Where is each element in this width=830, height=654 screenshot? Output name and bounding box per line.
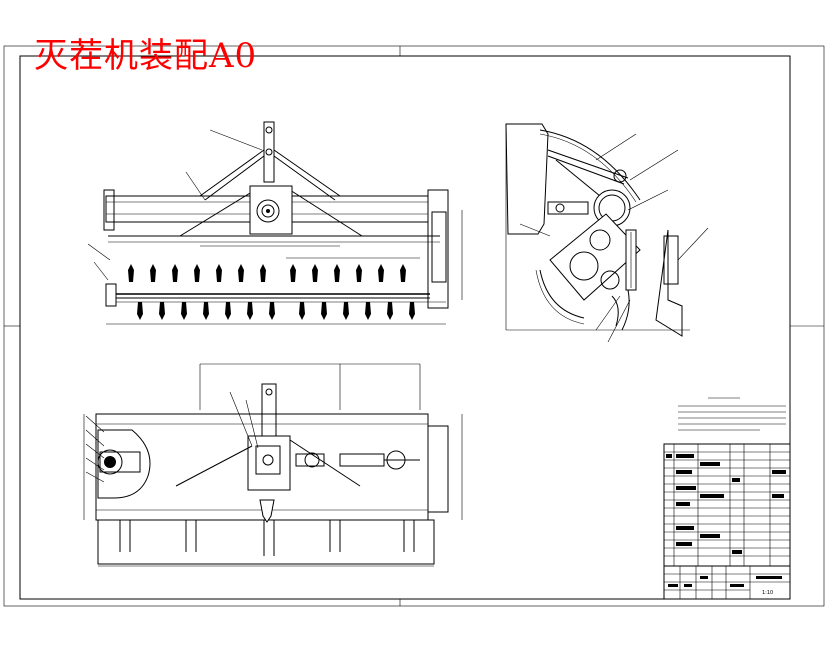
inner-frame: [19, 55, 791, 600]
drawing-title: 灭茬机装配A0: [34, 36, 258, 76]
title-block: 1:10: [663, 565, 791, 600]
front-view: [87, 121, 463, 325]
technical-notes: [678, 397, 786, 431]
parts-list: [663, 443, 791, 567]
center-marks: [4, 46, 824, 606]
title-block-scale: 1:10: [762, 590, 773, 596]
side-view: [505, 123, 709, 343]
top-view: [83, 363, 463, 567]
